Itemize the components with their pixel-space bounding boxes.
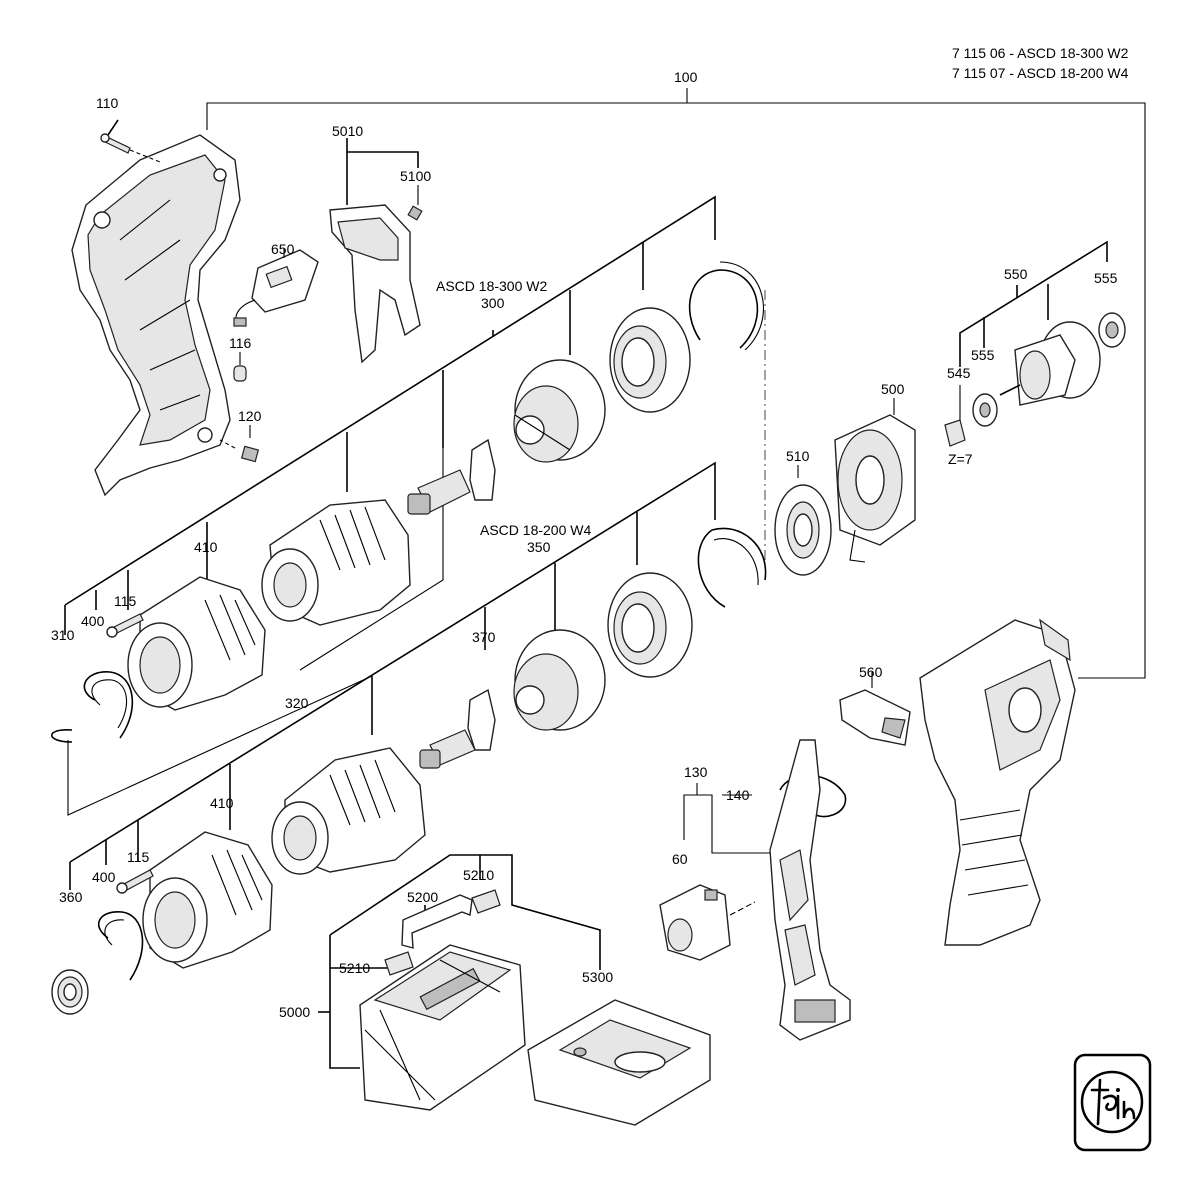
callout-116: 116: [229, 335, 252, 351]
callout-5210-a: 5210: [339, 960, 370, 976]
switch-560: [839, 672, 911, 746]
rotor-550: [999, 321, 1101, 406]
ring-gear-w4: [607, 572, 693, 678]
ring-400-b: [97, 911, 144, 981]
callout-5010: 5010: [332, 123, 363, 139]
retaining-ring-w4: [697, 527, 767, 608]
retaining-ring-w2: [688, 261, 765, 351]
ring-510: [774, 465, 832, 576]
bearing-555-a: [1098, 312, 1126, 348]
callout-410-b: 410: [210, 795, 234, 811]
callout-110: 110: [96, 95, 119, 111]
carry-case: [359, 944, 526, 1111]
callout-5100: 5100: [400, 168, 431, 184]
rotor-group-bracket: [959, 240, 1108, 367]
pinion-545: [944, 385, 966, 447]
callout-100: 100: [674, 69, 698, 85]
callout-5210-b: 5210: [463, 867, 494, 883]
nut-120: [219, 425, 260, 463]
callout-370: 370: [472, 629, 496, 645]
callout-510: 510: [786, 448, 810, 464]
callout-z7: Z=7: [948, 451, 973, 467]
callout-410-a: 410: [194, 539, 218, 555]
callout-140: 140: [726, 787, 750, 803]
callout-115-a: 115: [114, 593, 137, 609]
planetary-stage-w2: [513, 359, 606, 463]
screw-115-a: [106, 613, 144, 638]
contact-block-60: [659, 884, 756, 961]
callout-550: 550: [1004, 266, 1028, 282]
callout-500: 500: [881, 381, 905, 397]
callout-545: 545: [947, 365, 971, 381]
screw-110: [100, 119, 161, 163]
module-650: [233, 248, 319, 327]
screw-5100: [407, 185, 423, 221]
callout-120: 120: [238, 408, 262, 424]
callout-400-a: 400: [81, 613, 105, 629]
callout-320: 320: [285, 695, 309, 711]
ring-400-a: [83, 671, 134, 739]
header-line-1: 7 115 06 - ASCD 18-300 W2: [952, 45, 1129, 61]
callout-300: 300: [481, 295, 505, 311]
nut-360: [51, 969, 89, 1015]
electronics-130: [769, 739, 851, 1041]
housing-right-half: [919, 618, 1076, 946]
screw-115-b: [116, 869, 154, 894]
group-label-w4: ASCD 18-200 W4: [480, 522, 591, 538]
planetary-stage-w4: [513, 629, 606, 731]
front-cap-w4: [142, 831, 273, 969]
ring-gear-w2: [609, 307, 691, 413]
callout-130: 130: [684, 764, 708, 780]
stator-500: [834, 398, 916, 563]
callout-115-b: 115: [127, 849, 150, 865]
callout-5200: 5200: [407, 889, 438, 905]
group-w4-bracket: [67, 461, 716, 890]
front-cap-w2: [127, 576, 266, 711]
callout-360: 360: [59, 889, 83, 905]
header-line-2: 7 115 07 - ASCD 18-200 W4: [952, 65, 1129, 81]
callout-400-b: 400: [92, 869, 116, 885]
belt-clip-5010: [329, 138, 421, 364]
latch-5210-a: [384, 951, 414, 976]
callout-650: 650: [271, 241, 295, 257]
fein-logo-icon: [1073, 1053, 1152, 1152]
latch-5210-b: [471, 889, 501, 914]
bearing-555-b: [972, 393, 998, 427]
callout-5000: 5000: [279, 1004, 310, 1020]
leader-130-140-60: [683, 783, 770, 854]
circlip-310: [51, 729, 73, 743]
gear-housing-w4: [271, 747, 426, 875]
leader-100: [206, 88, 1146, 679]
callout-5300: 5300: [582, 969, 613, 985]
group-label-w2: ASCD 18-300 W2: [436, 278, 547, 294]
callout-350: 350: [527, 539, 551, 555]
callout-310: 310: [51, 627, 75, 643]
case-handle-5200: [401, 894, 473, 949]
callout-555-b: 555: [971, 347, 995, 363]
callout-555-a: 555: [1094, 270, 1118, 286]
callout-560: 560: [859, 664, 883, 680]
spindle-370: [419, 688, 496, 769]
spindle-w2: [407, 438, 496, 515]
case-insert-5300: [527, 999, 711, 1126]
pin-116: [233, 352, 247, 382]
gear-housing-w2: [261, 499, 411, 626]
callout-60: 60: [672, 851, 688, 867]
housing-left-half: [71, 134, 241, 497]
